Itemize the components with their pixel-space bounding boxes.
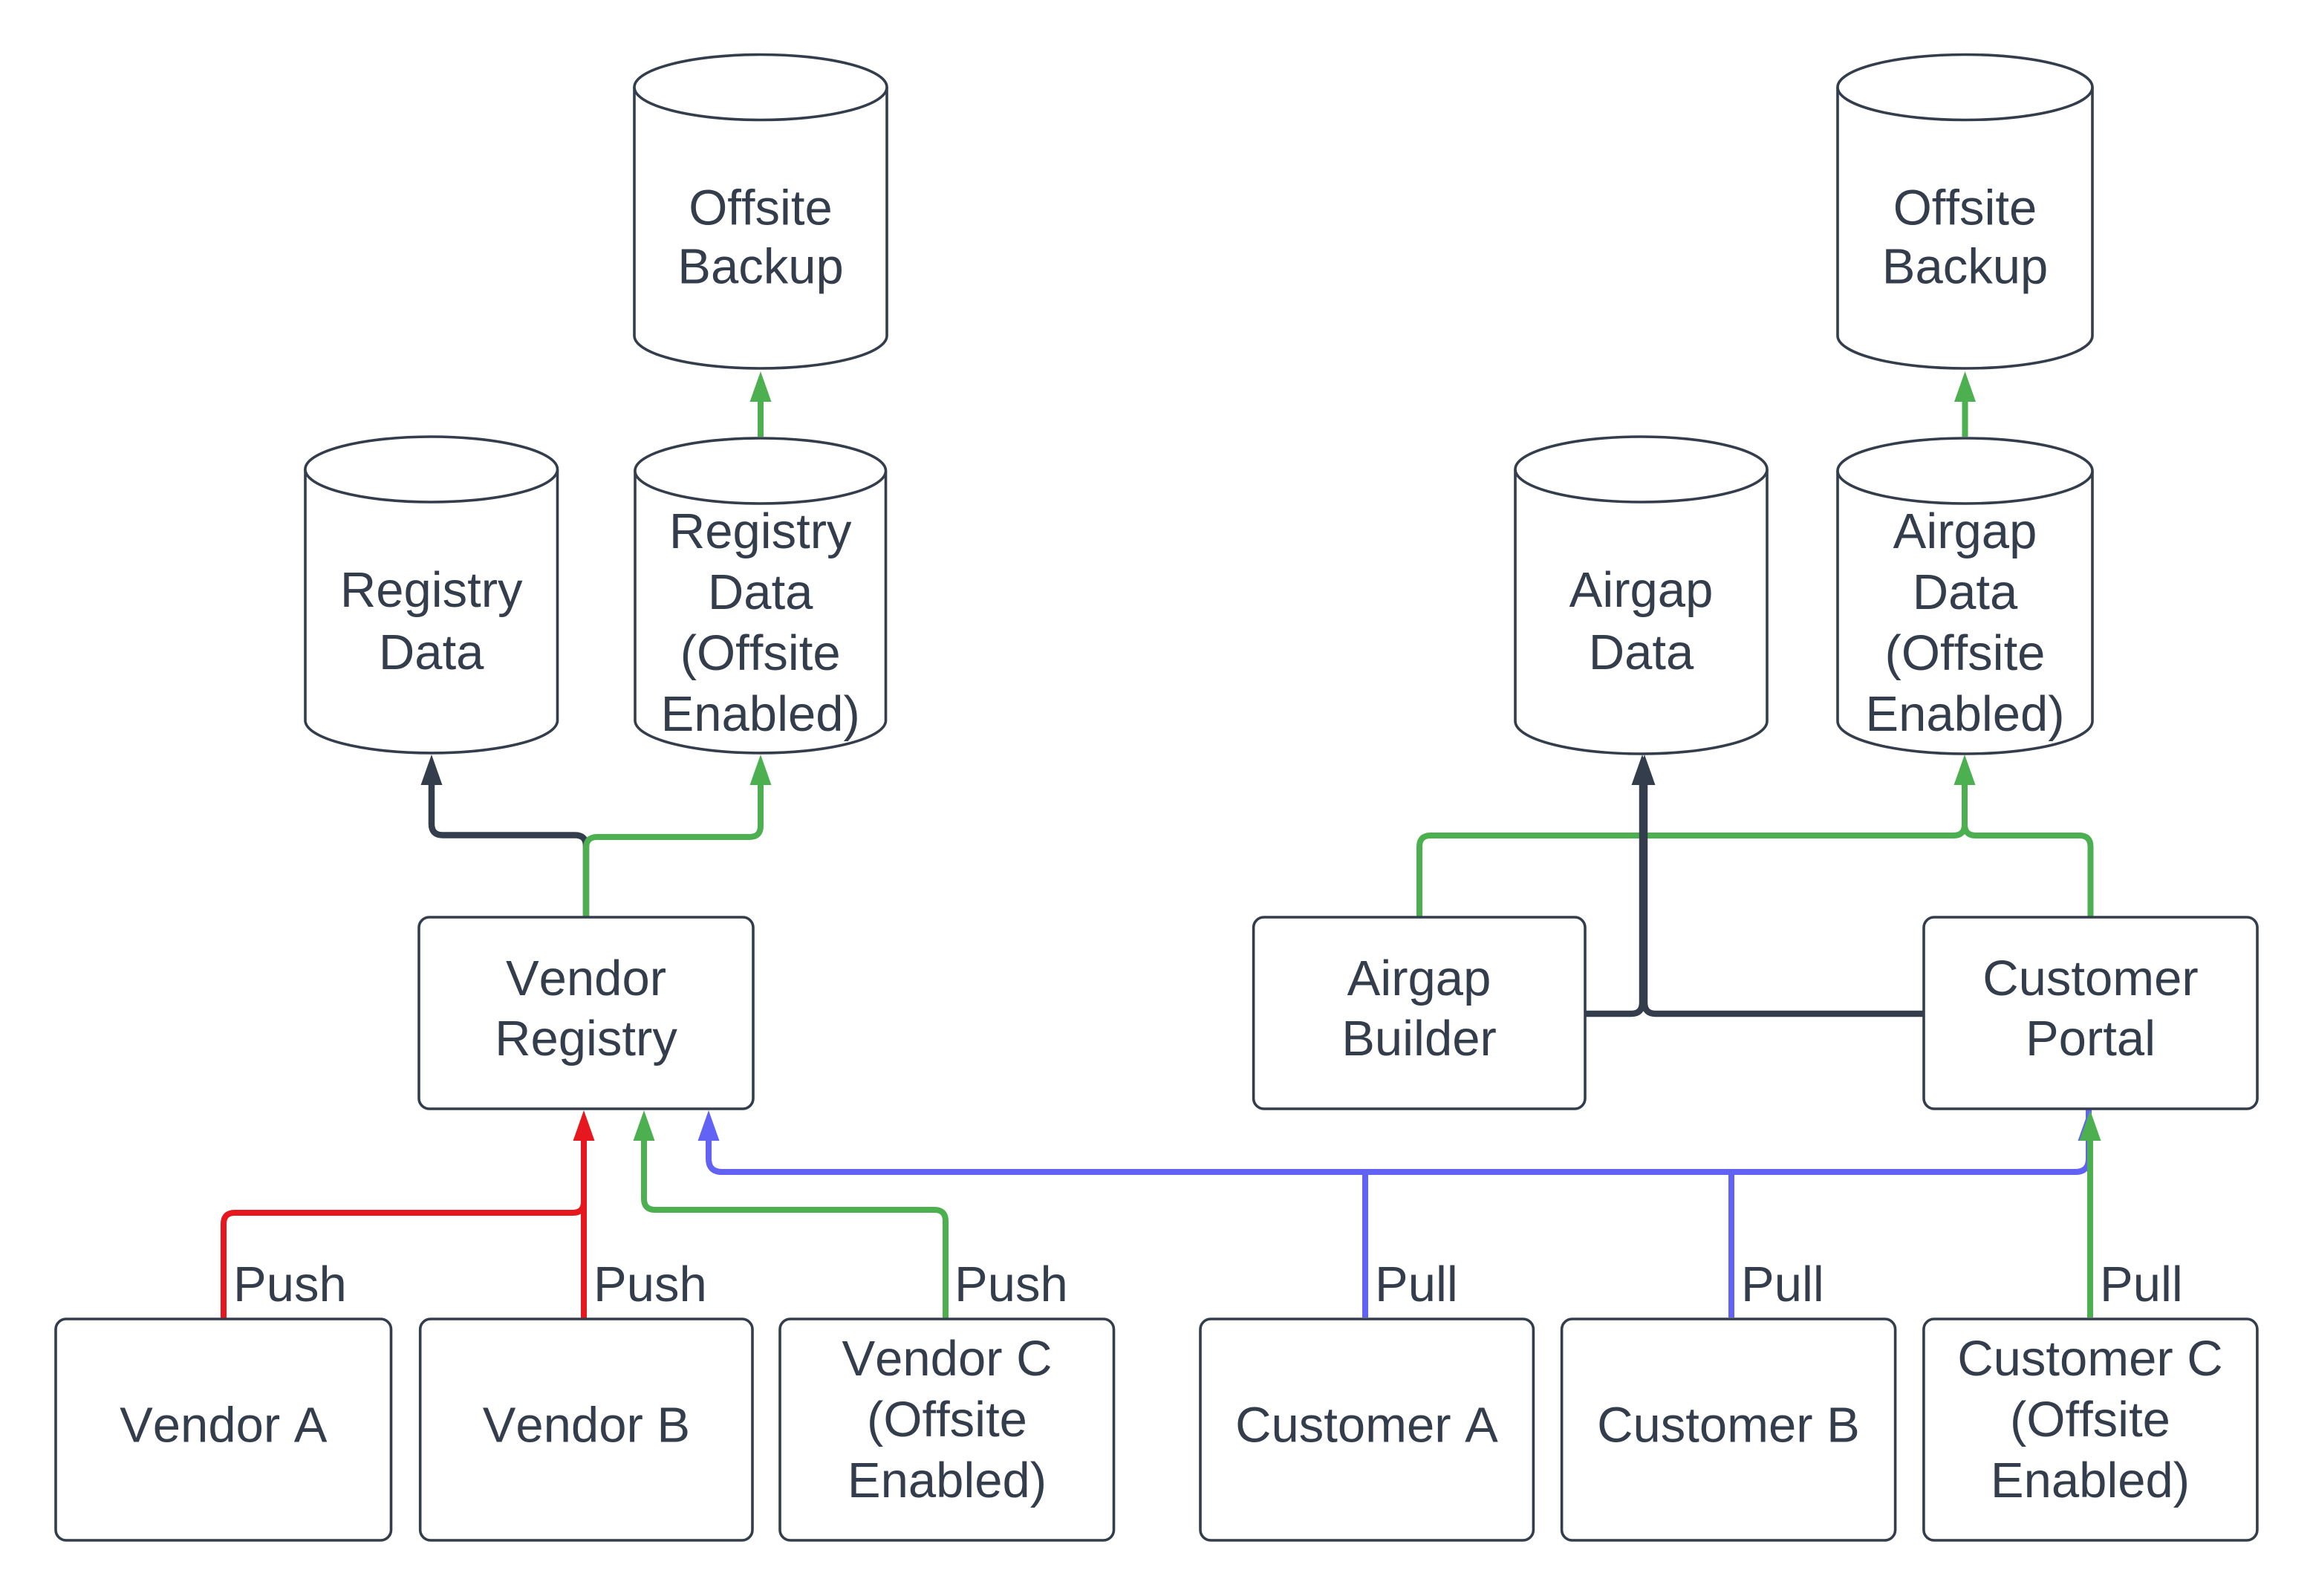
- svg-text:Data: Data: [708, 564, 813, 620]
- svg-text:Portal: Portal: [2026, 1011, 2156, 1066]
- svg-text:Builder: Builder: [1341, 1011, 1497, 1066]
- svg-text:Customer: Customer: [1982, 951, 2198, 1006]
- svg-text:(Offsite: (Offsite: [1885, 625, 2046, 681]
- svg-text:Backup: Backup: [1882, 239, 2048, 295]
- svg-text:Airgap: Airgap: [1893, 504, 2037, 559]
- svg-text:Enabled): Enabled): [661, 686, 860, 742]
- svg-text:Vendor B: Vendor B: [483, 1398, 690, 1453]
- svg-text:Vendor A: Vendor A: [120, 1398, 328, 1453]
- svg-text:Enabled): Enabled): [848, 1453, 1047, 1508]
- svg-text:Enabled): Enabled): [1865, 686, 2064, 742]
- svg-text:(Offsite: (Offsite: [680, 625, 841, 681]
- svg-text:Registry: Registry: [669, 504, 852, 559]
- svg-text:Registry: Registry: [495, 1011, 677, 1066]
- svg-text:Vendor C: Vendor C: [842, 1331, 1052, 1387]
- svg-text:Enabled): Enabled): [1991, 1453, 2190, 1508]
- svg-text:Pull: Pull: [1741, 1257, 1824, 1312]
- svg-text:Push: Push: [593, 1257, 707, 1312]
- svg-text:(Offsite: (Offsite: [867, 1392, 1027, 1447]
- svg-text:Customer A: Customer A: [1235, 1398, 1498, 1453]
- svg-text:Data: Data: [379, 625, 484, 680]
- svg-text:Push: Push: [954, 1257, 1068, 1312]
- svg-text:Data: Data: [1589, 625, 1694, 680]
- svg-text:Airgap: Airgap: [1347, 951, 1491, 1006]
- svg-text:Customer B: Customer B: [1597, 1398, 1860, 1453]
- svg-text:Customer C: Customer C: [1957, 1331, 2222, 1387]
- svg-text:Backup: Backup: [677, 239, 843, 295]
- svg-text:Vendor: Vendor: [506, 951, 666, 1006]
- svg-text:Push: Push: [233, 1257, 347, 1312]
- svg-text:Offsite: Offsite: [689, 180, 833, 236]
- svg-text:(Offsite: (Offsite: [2010, 1392, 2170, 1447]
- svg-text:Pull: Pull: [2100, 1257, 2183, 1312]
- svg-text:Registry: Registry: [340, 562, 523, 618]
- svg-text:Data: Data: [1913, 564, 2018, 620]
- svg-text:Airgap: Airgap: [1569, 562, 1714, 618]
- svg-text:Pull: Pull: [1375, 1257, 1458, 1312]
- svg-text:Offsite: Offsite: [1893, 180, 2037, 236]
